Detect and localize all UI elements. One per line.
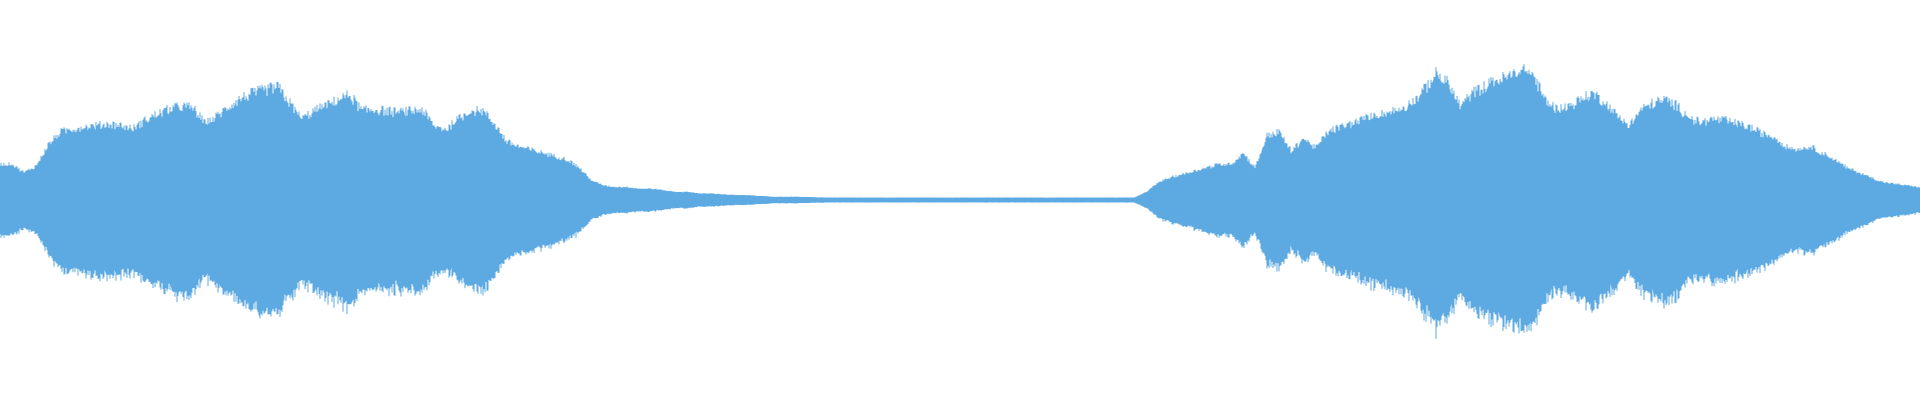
waveform-spikes bbox=[0, 64, 1920, 339]
